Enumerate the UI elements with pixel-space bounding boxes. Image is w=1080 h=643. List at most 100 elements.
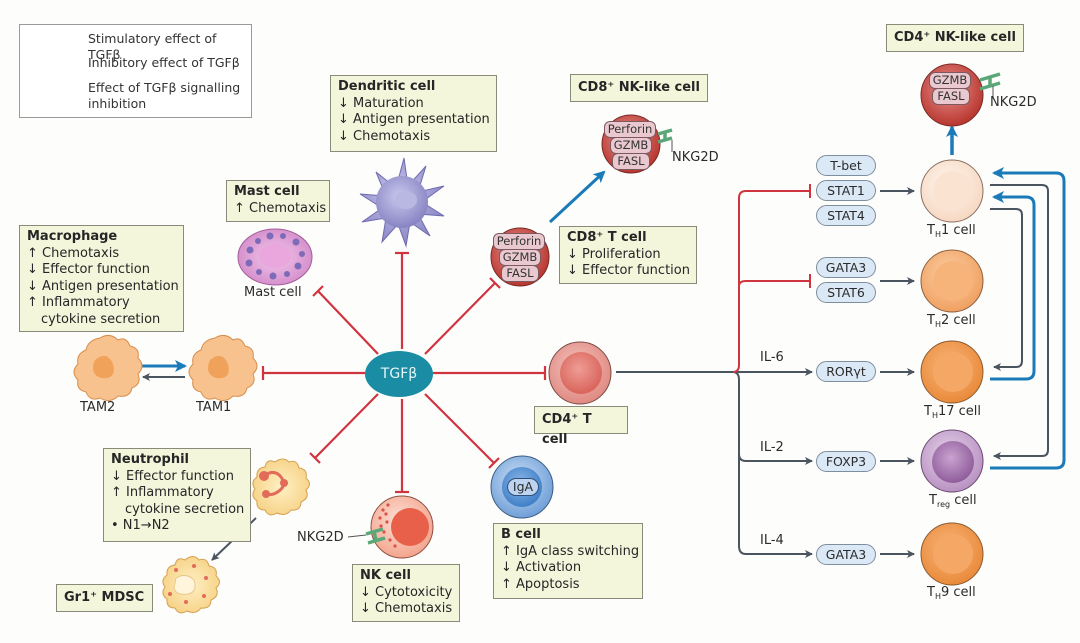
tf-stat6: STAT6 (816, 282, 876, 303)
cd4-t-cell-title: CD4⁺ T cell (542, 412, 592, 447)
th2-cell (920, 249, 984, 313)
cd4-t-cell-box: CD4⁺ T cell (534, 406, 628, 447)
nk-cell-box: NK cell ↓ Cytotoxicity ↓ Chemotaxis (352, 564, 460, 622)
legend-signalling-label-1: Effect of TGFβ signalling (88, 80, 241, 95)
cd8-t-cell-title: CD8⁺ T cell (567, 230, 647, 245)
neutrophil-effect: ↑ Inflammatory (111, 485, 214, 500)
cd8-nk-like-box: CD8⁺ NK-like cell (570, 74, 708, 102)
fasl-tag: FASL (612, 153, 650, 170)
tf-foxp3: FOXP3 (816, 451, 876, 472)
tam1-cell (188, 334, 258, 402)
b-cell-effect: ↓ Activation (501, 560, 582, 575)
cd8-effect: ↓ Proliferation (567, 246, 661, 262)
neutrophil-cell (252, 458, 310, 516)
dendritic-effect: ↓ Maturation (338, 95, 424, 111)
perforin-tag: Perforin (604, 121, 656, 138)
dendritic-effect: ↓ Chemotaxis (338, 128, 431, 144)
neutrophil-box: Neutrophil ↓ Effector function ↑ Inflamm… (103, 448, 251, 542)
b-cell-box: B cell ↑ IgA class switching ↓ Activatio… (493, 523, 643, 599)
nk-effect: ↓ Cytotoxicity (360, 584, 453, 600)
cytokine-il4: IL-4 (760, 533, 784, 548)
cytokine-il6: IL-6 (760, 350, 784, 365)
macrophage-effect: ↑ Inflammatory (27, 295, 130, 310)
neutrophil-effect: ↓ Effector function (111, 468, 234, 484)
mast-cell (237, 228, 313, 286)
tam2-cell (73, 334, 143, 402)
tf-to-cell-arrows (880, 187, 915, 558)
macrophage-effect: ↓ Effector function (27, 262, 150, 277)
spoke-b (424, 393, 495, 464)
th1-label: TH1 cell (927, 223, 976, 239)
tam2-label: TAM2 (80, 400, 116, 415)
cd4-nk-like-box: CD4⁺ NK-like cell (886, 24, 1024, 52)
gzmb-tag: GZMB (610, 137, 652, 154)
macrophage-effect: ↓ Antigen presentation (27, 278, 179, 294)
tf-stat1: STAT1 (816, 180, 876, 201)
tf-gata3-th2: GATA3 (816, 257, 876, 278)
b-cell-effect: ↑ Apoptosis (501, 576, 580, 592)
cd4-differentiation-branches (616, 368, 813, 558)
macrophage-title: Macrophage (27, 229, 118, 244)
th9-cell (920, 522, 984, 586)
tgfb-node: TGFβ (365, 351, 433, 397)
th17-cell (920, 340, 984, 404)
b-cell-title: B cell (501, 527, 541, 542)
neutrophil-effect: • N1→N2 (111, 518, 170, 533)
mast-cell-label: Mast cell (244, 285, 302, 300)
cd4-t-cell (548, 341, 612, 405)
spoke-neutrophil (314, 393, 379, 459)
dendritic-effect: ↓ Antigen presentation (338, 112, 490, 127)
b-cell-effect: ↑ IgA class switching (501, 543, 640, 559)
gzmb-tag: GZMB (499, 249, 541, 266)
fasl-tag: FASL (932, 88, 970, 105)
mdsc-cell (162, 556, 220, 614)
macrophage-effect: ↑ Chemotaxis (27, 245, 120, 261)
legend-stimulatory-label: Stimulatory effect of TGFβ (88, 31, 217, 62)
mast-cell-effect: ↑ Chemotaxis (234, 200, 327, 216)
nk-cell (347, 495, 434, 559)
treg-cell (920, 429, 984, 493)
cd4-nk-like-title: CD4⁺ NK-like cell (894, 30, 1016, 45)
nk-effect: ↓ Chemotaxis (360, 601, 453, 616)
cd8-t-cell-box: CD8⁺ T cell ↓ Proliferation ↓ Effector f… (559, 226, 697, 284)
legend-signalling-label-2: inhibition (88, 96, 147, 111)
nk-cell-title: NK cell (360, 568, 411, 583)
dendritic-cell-box: Dendritic cell ↓ Maturation ↓ Antigen pr… (330, 75, 497, 152)
gzmb-tag: GZMB (929, 72, 971, 89)
tf-gata3-th9: GATA3 (816, 544, 876, 565)
spoke-mast (317, 290, 379, 355)
macrophage-box: Macrophage ↑ Chemotaxis ↓ Effector funct… (19, 225, 184, 332)
tf-tbet: T-bet (816, 155, 876, 176)
fasl-tag: FASL (501, 265, 539, 282)
mdsc-title: Gr1⁺ MDSC (64, 590, 145, 605)
dendritic-cell-title: Dendritic cell (338, 79, 436, 94)
neutrophil-effect: cytokine secretion (125, 501, 245, 517)
mast-cell-box: Mast cell ↑ Chemotaxis (226, 180, 330, 222)
th2-label: TH2 cell (927, 313, 976, 329)
macrophage-effect: cytokine secretion (41, 311, 161, 327)
spoke-cd8 (424, 282, 496, 355)
iga-tag: IgA (507, 478, 539, 496)
treg-label: Treg cell (929, 493, 977, 509)
tgfb-inhibition-of-th1-th2 (732, 184, 811, 373)
legend: Stimulatory effect of TGFβ Inhibitory ef… (19, 24, 252, 118)
tgfb-inhibitory-spokes (261, 251, 547, 494)
dendritic-cell (359, 157, 445, 248)
mast-cell-title: Mast cell (234, 184, 300, 199)
th9-label: TH9 cell (927, 585, 976, 601)
cd8-to-nklike-arrow (548, 170, 606, 224)
th1-cell (920, 159, 984, 223)
tf-stat4: STAT4 (816, 205, 876, 226)
nkg2d-label-nk: NKG2D (297, 530, 344, 545)
cd8-effect: ↓ Effector function (567, 263, 690, 278)
cytokine-il2: IL-2 (760, 440, 784, 455)
cd8-nk-like-title: CD8⁺ NK-like cell (578, 80, 700, 95)
mdsc-box: Gr1⁺ MDSC (56, 584, 153, 612)
nkg2d-label-cd4nk: NKG2D (990, 95, 1037, 110)
nkg2d-label-cd8nk: NKG2D (672, 150, 719, 165)
th17-label: TH17 cell (924, 404, 982, 420)
tam1-label: TAM1 (196, 400, 232, 415)
legend-inhibitory-label: Inhibitory effect of TGFβ (88, 55, 240, 70)
neutrophil-title: Neutrophil (111, 452, 189, 467)
